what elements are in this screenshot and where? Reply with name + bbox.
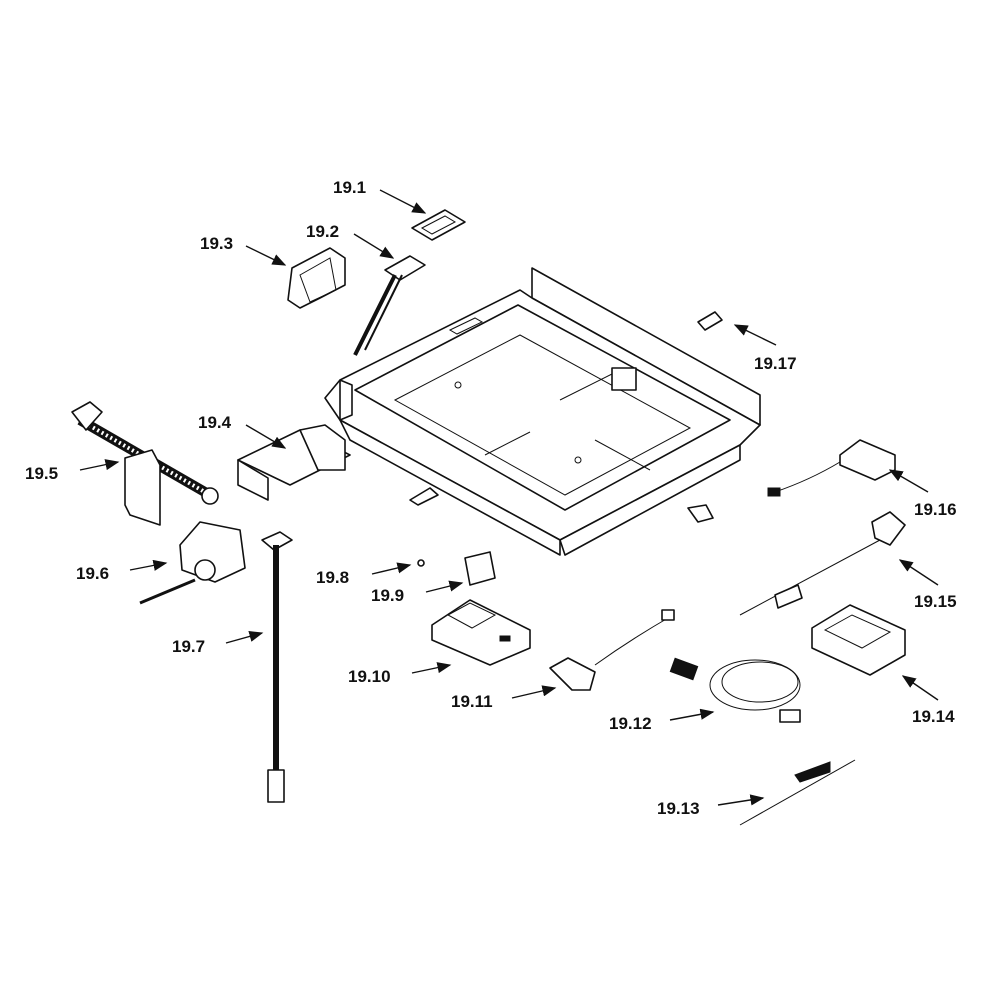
part-19-4-bracket: [237, 424, 351, 501]
part-19-11-harness: [549, 609, 675, 691]
part-19-1-grommet: [411, 209, 466, 241]
part-19-6-gas-valve: [139, 521, 246, 605]
callout-19-5: 19.5: [25, 464, 58, 483]
callout-19-2: 19.2: [306, 222, 339, 241]
part-19-17-connector: [409, 311, 723, 523]
part-19-14-transformer: [811, 604, 906, 676]
callout-19-8: 19.8: [316, 568, 349, 587]
burner-tray: [324, 267, 761, 556]
callout-19-3: 19.3: [200, 234, 233, 253]
callout-labels: 19.1 19.2 19.3 19.4 19.5 19.6 19.7 19.8 …: [25, 178, 957, 818]
callout-19-14: 19.14: [912, 707, 955, 726]
callout-19-15: 19.15: [914, 592, 957, 611]
part-19-2-bracket: [353, 255, 426, 356]
part-19-16-battery-pack: [767, 439, 896, 497]
callout-19-17: 19.17: [754, 354, 797, 373]
callout-19-13: 19.13: [657, 799, 700, 818]
callout-19-1: 19.1: [333, 178, 366, 197]
part-19-3-shield: [287, 247, 346, 309]
callout-19-6: 19.6: [76, 564, 109, 583]
callout-19-12: 19.12: [609, 714, 652, 733]
part-19-5-gas-line: [71, 401, 219, 526]
callout-19-9: 19.9: [371, 586, 404, 605]
callout-arrows: [79, 189, 939, 806]
callout-19-7: 19.7: [172, 637, 205, 656]
part-19-10-control-board: [431, 599, 531, 666]
callout-19-4: 19.4: [198, 413, 232, 432]
callout-19-16: 19.16: [914, 500, 957, 519]
part-19-9-module: [464, 551, 496, 586]
part-19-7-pilot-tube: [261, 531, 293, 803]
callout-19-11: 19.11: [451, 692, 493, 711]
part-19-13-lead: [739, 759, 856, 826]
part-19-12-power-cord: [669, 657, 801, 723]
callout-19-10: 19.10: [348, 667, 391, 686]
part-19-8-screw: [417, 559, 425, 567]
part-19-15-cord: [739, 511, 906, 616]
